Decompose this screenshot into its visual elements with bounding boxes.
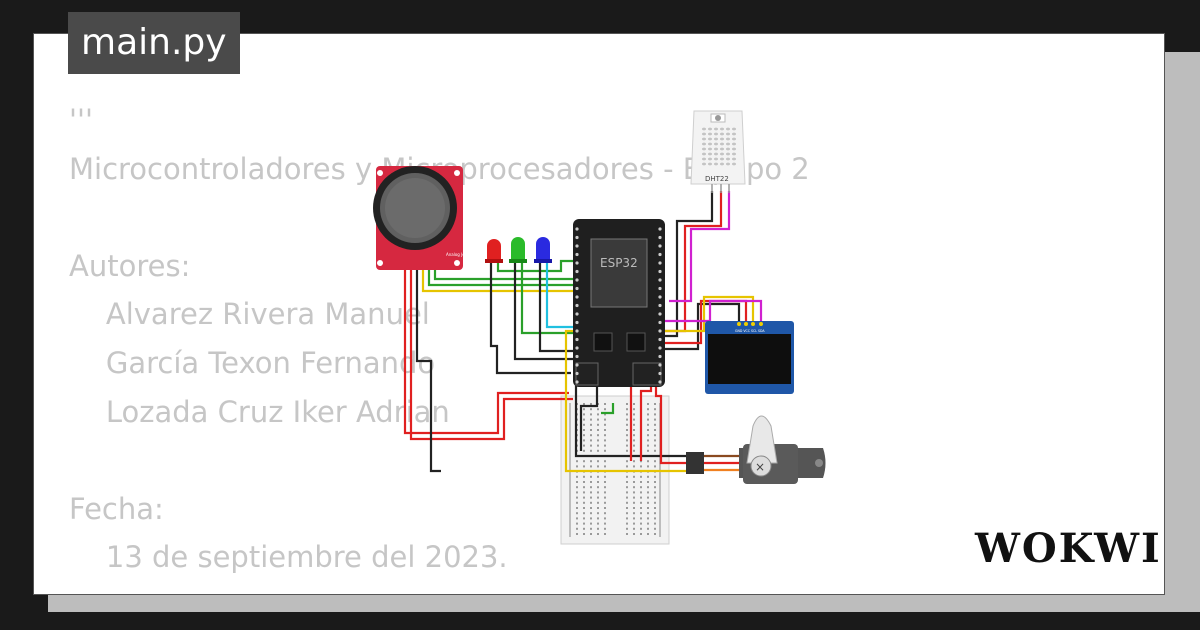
led-green [509,237,527,263]
oled-pin-labels: GND VCC SCL SDA [735,329,765,333]
code-line: Fecha: [69,491,164,526]
preview-card[interactable]: '''Microcontroladores y Microprocesadore… [33,33,1165,595]
led-red [485,239,503,263]
filename-tab: main.py [68,12,240,74]
joystick-module: Analog Joystick [373,166,477,270]
code-line: ''' [69,103,93,137]
code-line: García Texon Fernando [69,345,436,380]
code-line: Lozada Cruz Iker Adrian [69,394,450,429]
dht22-sensor: DHT22 [690,110,746,193]
joystick-label: Analog Joystick [446,252,477,257]
dht22-label: DHT22 [705,175,729,183]
oled-display: GND VCC SCL SDA [705,321,794,394]
svg-text:×: × [755,460,765,474]
led-blue [534,237,552,263]
esp32-label: ESP32 [600,256,638,270]
wokwi-logo: WOKWI [975,525,1162,572]
code-line: 13 de septiembre del 2023. [69,540,508,575]
code-line: ''' [69,582,810,594]
esp32-board: ESP32 [573,219,665,387]
servo-motor: × [686,415,826,484]
circuit-diagram: Analog Joystick ESP32 [373,110,826,545]
code-line: Autores: [69,248,191,283]
code-line: Alvarez Rivera Manuel [69,297,430,332]
